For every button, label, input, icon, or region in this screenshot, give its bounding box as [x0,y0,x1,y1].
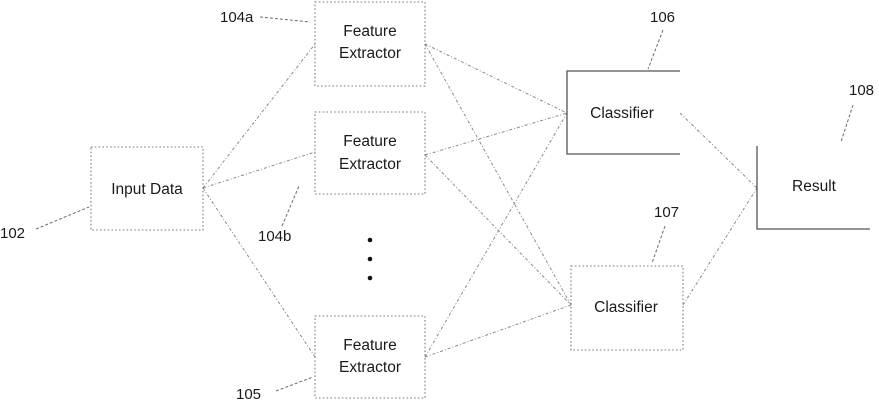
edge-fe1-clf1 [425,44,567,113]
edge-input-fe3 [203,188,315,357]
ref-label-102: 102 [0,225,25,242]
feature-extractor-box-1 [315,2,425,86]
ref-102: 102 [0,207,89,242]
ellipsis-dot-2 [368,257,373,262]
leader-line-104a [260,17,310,22]
feature-extractor-node-1: Feature Extractor [315,2,425,86]
leader-line-108 [841,105,853,142]
feature-extractor-node-2: Feature Extractor [315,112,425,194]
classifier-node-2: Classifier [571,266,683,350]
classifier-node-1: Classifier [567,71,680,154]
feature-extractor-label-1-line-2: Extractor [339,45,401,62]
input-data-node: Input Data [91,147,203,230]
edge-fe3-clf2 [425,305,571,357]
leader-line-107 [652,226,665,263]
ref-108: 108 [841,82,874,142]
edge-clf2-result [683,188,757,305]
leader-line-105 [276,377,313,391]
classifier-label-1: Classifier [590,105,654,122]
edge-clf1-result [680,113,757,188]
ref-label-108: 108 [849,82,874,99]
edge-fe3-clf1 [425,113,567,357]
result-label: Result [792,178,837,195]
feature-extractor-label-3-line-1: Feature [343,337,396,354]
ref-105: 105 [236,377,313,402]
edge-fe2-clf2 [425,155,571,305]
leader-line-102 [36,207,89,229]
leader-line-104b [282,186,299,226]
feature-extractor-box-2 [315,112,425,194]
feature-extractor-label-2-line-2: Extractor [339,156,401,173]
ref-label-104a: 104a [220,9,254,26]
ellipsis-dot-1 [368,238,373,243]
ref-107: 107 [652,204,679,263]
ref-label-107: 107 [654,204,679,221]
ref-label-104b: 104b [258,228,291,245]
result-node: Result [757,146,870,229]
feature-extractor-label-1-line-1: Feature [343,23,396,40]
leader-line-106 [648,30,663,69]
edge-input-fe2 [203,152,315,188]
edge-input-fe1 [203,44,315,188]
feature-extractor-box-3 [315,316,425,398]
feature-extractor-node-3: Feature Extractor [315,316,425,398]
feature-extractor-label-3-line-2: Extractor [339,359,401,376]
ref-104a: 104a [220,9,310,26]
ref-label-106: 106 [650,9,675,26]
feature-extractor-label-2-line-1: Feature [343,133,396,150]
ellipsis-dot-3 [368,276,373,281]
ref-104b: 104b [258,186,299,245]
classifier-label-2: Classifier [594,299,658,316]
ref-106: 106 [648,9,675,69]
ref-label-105: 105 [236,386,261,402]
input-data-label: Input Data [111,181,183,198]
ellipsis-dots [368,238,373,281]
edge-fe1-clf2 [425,44,571,305]
